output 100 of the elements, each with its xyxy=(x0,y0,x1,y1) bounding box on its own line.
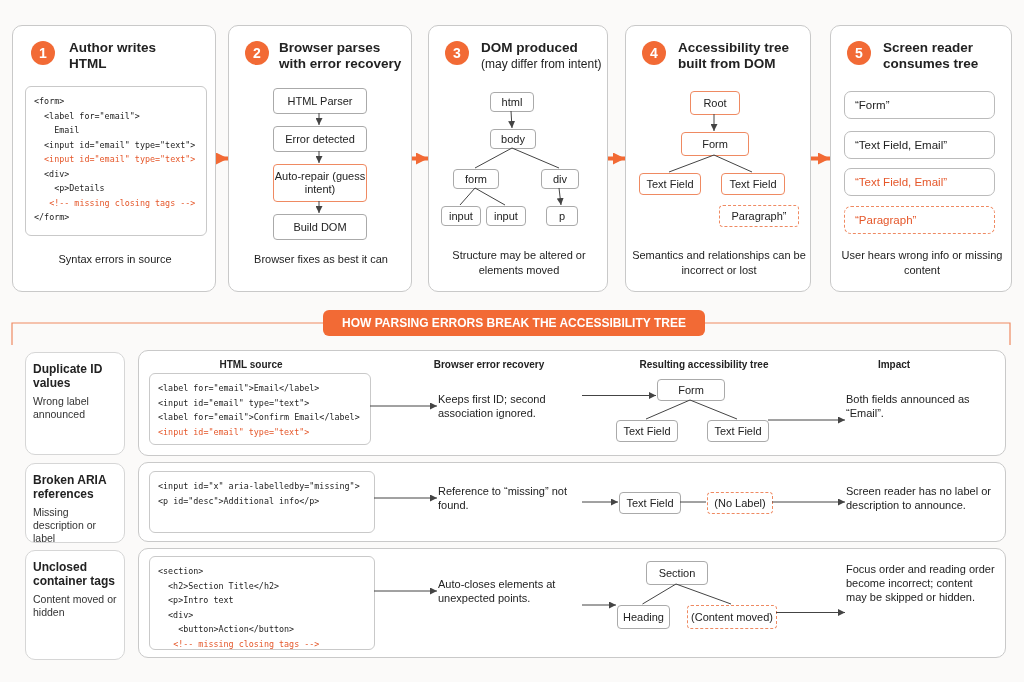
announcement-box: “Text Field, Email” xyxy=(844,131,995,159)
missing-node-box: (No Label) xyxy=(707,492,773,514)
row-label-card xyxy=(25,550,125,660)
step-number: 1 xyxy=(31,41,55,65)
step-heading: Author writes HTML xyxy=(69,40,157,72)
tree-node-box: Error detected xyxy=(273,126,367,152)
code-line: <label for="email">Confirm Email</label> xyxy=(158,411,361,424)
step-subheading: (may differ from intent) xyxy=(481,57,603,72)
tree-node-box: div xyxy=(541,169,579,189)
step-heading: Browser parses with error recovery xyxy=(279,40,403,72)
connector-line xyxy=(474,147,513,169)
tree-node-box: input xyxy=(441,206,481,226)
row-title: Unclosed container tags xyxy=(33,560,117,588)
tree-node-box: body xyxy=(490,129,536,149)
arrow xyxy=(315,112,323,126)
step-panel xyxy=(12,25,216,292)
step-heading: DOM produced xyxy=(481,40,579,56)
code-line: <p id="desc">Additional info</p> xyxy=(158,494,321,508)
explanation-note: Both fields announced as “Email”. xyxy=(846,392,996,422)
row-title: Duplicate ID values xyxy=(33,362,104,390)
step-heading: Accessibility tree built from DOM xyxy=(678,40,791,72)
connector-line xyxy=(511,147,560,169)
tree-node-box: Root xyxy=(690,91,740,115)
connector-line xyxy=(642,583,677,605)
tree-node-box: Build DOM xyxy=(273,214,367,240)
step-number: 5 xyxy=(847,41,871,65)
section-banner: HOW PARSING ERRORS BREAK THE ACCESSIBILITY TREE xyxy=(323,310,705,336)
code-panel xyxy=(25,86,207,236)
connector-line xyxy=(679,501,707,503)
tree-node-box: Text Field xyxy=(619,492,681,514)
code-panel xyxy=(149,373,371,445)
arrow xyxy=(216,152,228,165)
tree-node-box: p xyxy=(546,206,578,226)
code-line: <div> xyxy=(167,608,195,622)
connector-line xyxy=(474,187,506,206)
row-title: Broken ARIA references xyxy=(33,473,108,501)
step-number: 4 xyxy=(642,41,666,65)
code-line: <input id="email" type="text"> xyxy=(158,425,311,439)
tree-node-box: Text Field xyxy=(707,420,769,442)
row-panel xyxy=(138,462,1006,542)
tree-node-box: input xyxy=(486,206,526,226)
connector-line xyxy=(675,583,732,605)
tree-node-box: html xyxy=(490,92,534,112)
arrow xyxy=(556,187,564,206)
step-number: 3 xyxy=(445,41,469,65)
arrow xyxy=(315,150,323,164)
step-panel xyxy=(428,25,608,292)
code-line: <!-- missing closing tags --> xyxy=(48,196,197,210)
tree-node-box: Auto-repair (guess intent) xyxy=(273,164,367,202)
step-caption: Structure may be altered or elements moved xyxy=(451,248,587,278)
step-panel xyxy=(228,25,412,292)
connector-line xyxy=(459,187,476,206)
tree-node-box: Section xyxy=(646,561,708,585)
row-panel xyxy=(138,350,1006,456)
row-panel xyxy=(138,548,1006,658)
arrow xyxy=(811,152,830,165)
arrow xyxy=(369,402,438,410)
arrow xyxy=(315,200,323,214)
code-line: <form> xyxy=(34,95,66,108)
column-header: Resulting accessibility tree xyxy=(638,359,770,370)
arrow xyxy=(373,494,438,502)
explanation-note: Reference to “missing” not found. xyxy=(438,484,583,514)
step-panel xyxy=(625,25,811,292)
arrow xyxy=(775,609,846,616)
code-line: <input id="email" type="text"> xyxy=(43,138,197,152)
tree-node-box: Text Field xyxy=(616,420,678,442)
missing-announcement-box: “Paragraph” xyxy=(844,206,995,234)
step-caption: Semantics and relationships can be incorrect or lost xyxy=(631,248,807,278)
row-label-card xyxy=(25,352,125,455)
tree-node-box: HTML Parser xyxy=(273,88,367,114)
tree-node-box: Text Field xyxy=(639,173,701,195)
code-line: <!-- missing closing tags --> xyxy=(172,637,321,651)
arrow xyxy=(767,416,846,424)
column-header: Impact xyxy=(876,359,912,370)
row-label-card xyxy=(25,463,125,543)
missing-node-box: (Content moved) xyxy=(687,605,777,629)
explanation-note: Keeps first ID; second association ignored. xyxy=(438,392,583,422)
code-line: <input id="email" type="text"> xyxy=(158,396,311,410)
step-number: 2 xyxy=(245,41,269,65)
explanation-note: Screen reader has no label or description to announce. xyxy=(846,484,996,514)
tree-node-box: Form xyxy=(681,132,749,156)
arrow xyxy=(710,113,718,132)
code-line: <input id="x" aria-labelledby="missing"> xyxy=(158,480,361,493)
column-header: HTML source xyxy=(218,359,284,370)
step-caption: Syntax errors in source xyxy=(57,252,173,267)
code-line: <input id="email" type="text"> xyxy=(43,153,197,166)
code-line: Email xyxy=(53,124,81,137)
arrow xyxy=(581,392,657,399)
announcement-box: “Text Field, Email” xyxy=(844,168,995,196)
announcement-box: “Form” xyxy=(844,91,995,119)
arrow xyxy=(608,152,625,165)
tree-node-box: Text Field xyxy=(721,173,785,195)
code-line: <label for="email"> xyxy=(43,109,141,123)
code-line: <button>Action</button> xyxy=(177,623,296,636)
code-panel xyxy=(149,471,375,533)
tree-node-box: Form xyxy=(657,379,725,401)
code-line: <label for="email">Email</label> xyxy=(158,382,321,395)
code-line: <h2>Section Title</h2> xyxy=(167,579,280,593)
code-line: <section> xyxy=(158,565,205,578)
row-description: Missing description or label xyxy=(33,506,98,545)
